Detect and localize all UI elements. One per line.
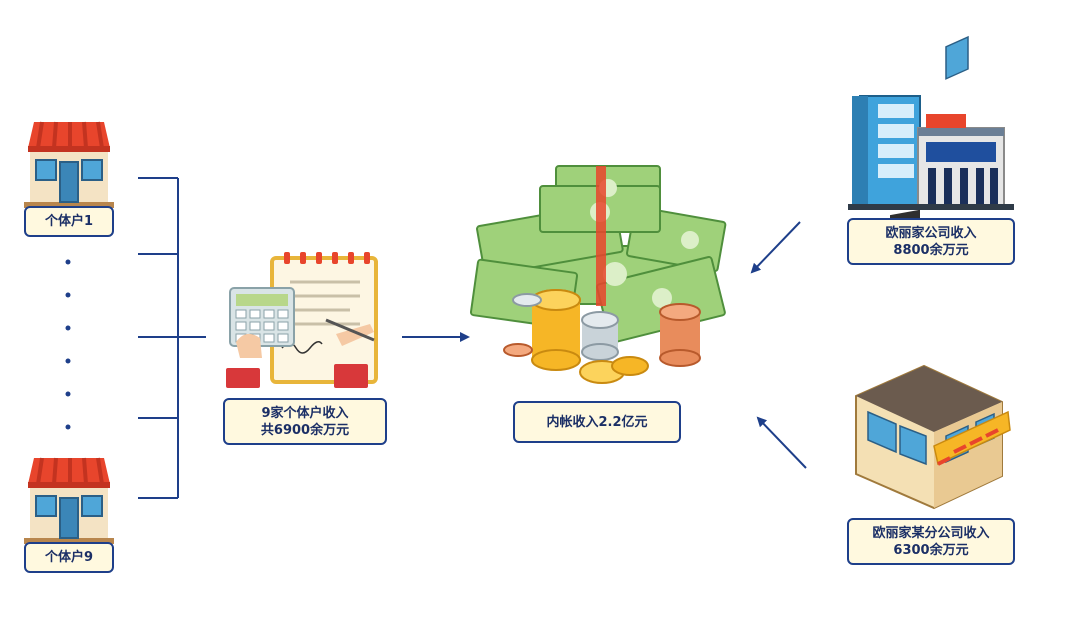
shop-9-label-text: 个体户9 (44, 550, 94, 565)
shop-building-icon (855, 35, 1011, 510)
company-income-label: 欧丽家公司收入 8800余万元 (847, 218, 1015, 265)
shop-9-label: 个体户9 (24, 542, 114, 573)
branch-income-line1: 欧丽家某分公司收入 (872, 525, 990, 541)
shop-1-label: 个体户1 (24, 206, 114, 237)
group-income-line2: 共6900余万元 (260, 422, 350, 438)
shop-bracket-lines (138, 177, 206, 499)
document-calculator-icon (226, 252, 378, 388)
arrow-from-company (750, 221, 801, 274)
company-income-line1: 欧丽家公司收入 (885, 225, 977, 241)
office-building-icon (848, 95, 1014, 210)
ellipsis-dots (65, 259, 71, 430)
company-income-line2: 8800余万元 (893, 242, 969, 258)
inner-account-text: 内帐收入2.2亿元 (546, 414, 648, 430)
storefront-icon (24, 121, 114, 208)
money-stack-coins-icon (469, 165, 727, 384)
branch-income-label: 欧丽家某分公司收入 6300余万元 (847, 518, 1015, 565)
inner-account-label: 内帐收入2.2亿元 (513, 401, 681, 443)
shop-1-label-text: 个体户1 (44, 214, 94, 229)
flow-arrows (402, 221, 807, 469)
storefront-icon (24, 457, 114, 544)
group-income-line1: 9家个体户收入 (261, 405, 349, 421)
arrow-from-branch (756, 416, 807, 469)
branch-income-line2: 6300余万元 (893, 542, 969, 558)
group-income-label: 9家个体户收入 共6900余万元 (223, 398, 387, 445)
